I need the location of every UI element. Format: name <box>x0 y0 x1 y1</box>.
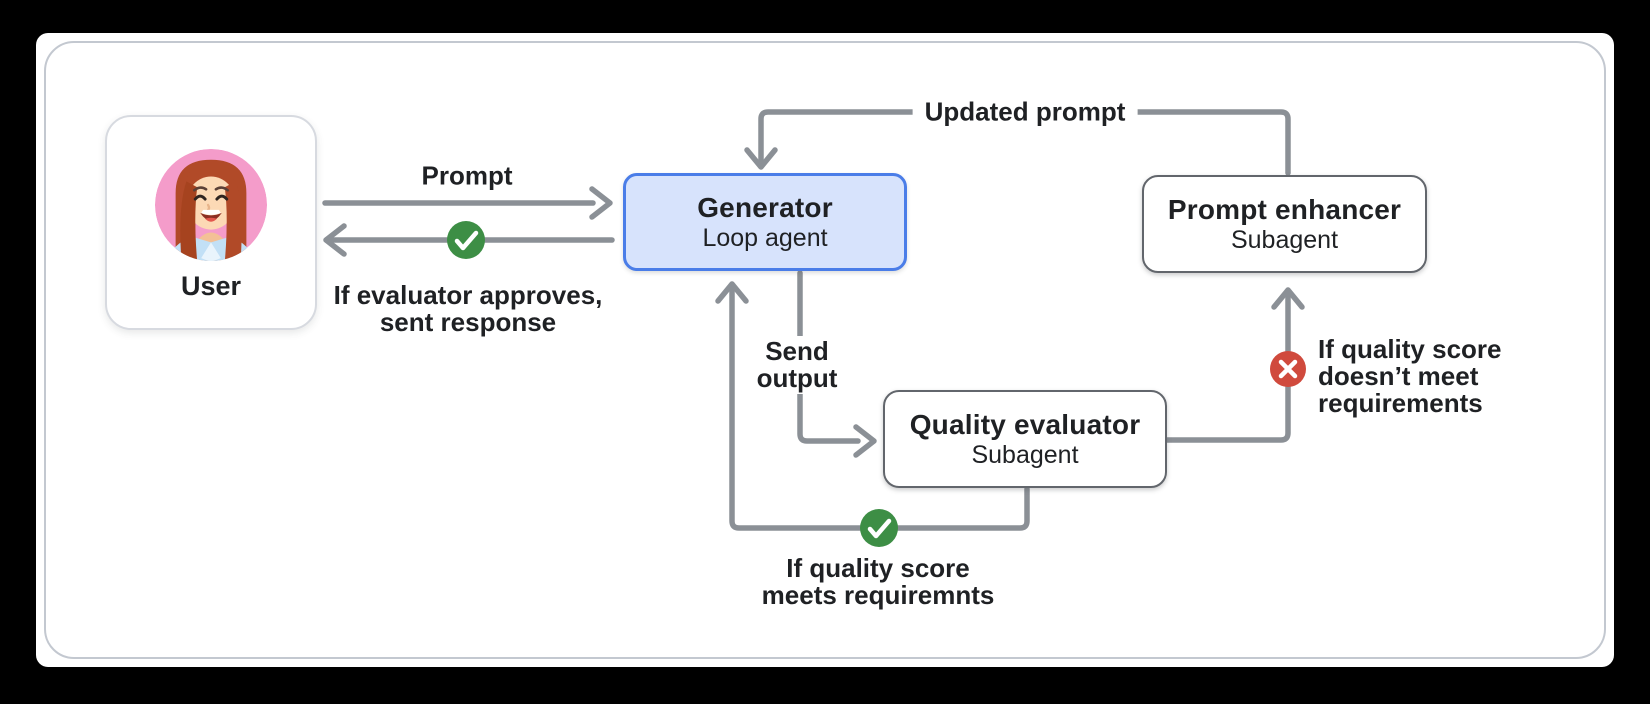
edge-label-prompt: Prompt <box>421 160 513 191</box>
user-avatar <box>154 148 268 262</box>
node-generator: Generator Loop agent <box>623 173 907 271</box>
node-quality-evaluator: Quality evaluator Subagent <box>883 390 1167 488</box>
edge-label-updated-prompt: Updated prompt <box>912 96 1138 128</box>
generator-title: Generator <box>697 191 833 223</box>
edge-label-approved-response: If evaluator approves, sent response <box>333 280 603 337</box>
generator-subtitle: Loop agent <box>702 223 828 252</box>
user-label: User <box>180 271 242 301</box>
node-user: User <box>105 115 317 330</box>
node-prompt-enhancer: Prompt enhancer Subagent <box>1142 175 1427 273</box>
quality-evaluator-title: Quality evaluator <box>909 408 1141 440</box>
prompt-enhancer-title: Prompt enhancer <box>1167 193 1402 225</box>
prompt-enhancer-subtitle: Subagent <box>1230 225 1339 254</box>
edge-label-fails-requirements: If quality score doesn’t meet requiremen… <box>1318 334 1502 418</box>
quality-evaluator-subtitle: Subagent <box>971 440 1079 469</box>
edge-label-meets-requirements: If quality score meets requiremnts <box>761 553 995 610</box>
edge-label-send-output: Send output <box>744 336 850 394</box>
diagram-canvas-frame <box>44 41 1606 659</box>
